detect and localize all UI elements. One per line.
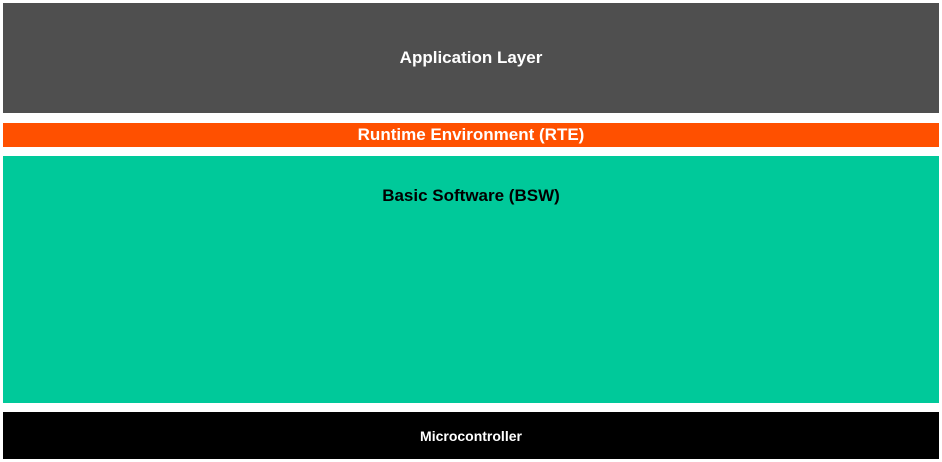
bsw-layer-label: Basic Software (BSW) bbox=[382, 186, 560, 205]
microcontroller-layer-label: Microcontroller bbox=[420, 427, 522, 444]
application-layer-label: Application Layer bbox=[399, 48, 543, 67]
microcontroller-layer: Microcontroller bbox=[3, 412, 939, 459]
rte-layer: Runtime Environment (RTE) bbox=[3, 123, 939, 147]
rte-layer-label: Runtime Environment (RTE) bbox=[357, 125, 585, 144]
bsw-layer: Basic Software (BSW) bbox=[3, 156, 939, 403]
application-layer: Application Layer bbox=[3, 3, 939, 113]
